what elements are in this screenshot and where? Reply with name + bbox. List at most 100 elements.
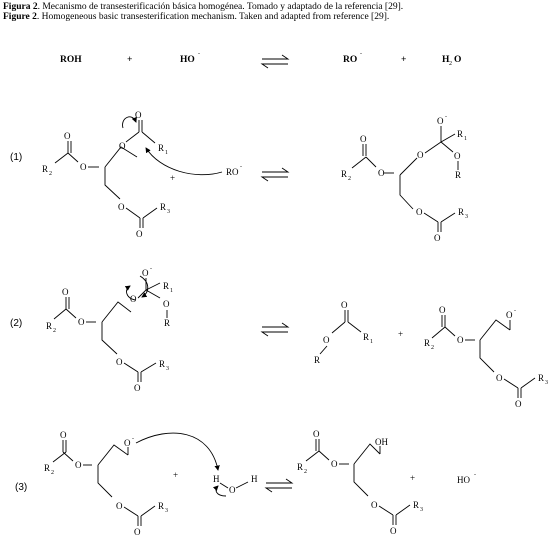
svg-text:R: R (455, 170, 461, 180)
caption-english-text: . Homogeneous basic transesterification … (36, 12, 390, 22)
equilibrium-reaction: ROH + HO - RO - + H 2 O (60, 51, 461, 69)
svg-text:3: 3 (165, 508, 168, 514)
svg-text:R: R (314, 355, 320, 365)
charge-minus: - (360, 51, 362, 57)
svg-text:2: 2 (449, 61, 452, 67)
plus-sign: + (401, 55, 406, 65)
svg-text:1: 1 (464, 136, 467, 142)
svg-text:O: O (134, 383, 141, 393)
water-label: H 2 O (442, 55, 461, 67)
svg-text:O: O (454, 151, 461, 161)
svg-text:O: O (136, 229, 143, 239)
svg-text:O: O (142, 268, 149, 278)
equilibrium-arrow (264, 478, 294, 493)
svg-text:R: R (341, 169, 347, 179)
hydroxide-label: HO (457, 475, 470, 485)
svg-text:O: O (457, 335, 464, 345)
diglyceride-alkoxide-product: O O R 2 O - O O R 3 (424, 305, 548, 409)
svg-text:2: 2 (348, 176, 351, 182)
caption-spanish-text: . Mecanismo de transesterificación básic… (37, 2, 404, 12)
svg-text:-: - (132, 436, 134, 442)
caption-english: Figure 2. Homogeneous basic transesterif… (3, 12, 389, 22)
diglyceride-product: O O R 2 OH O O R 3 (297, 429, 423, 536)
svg-text:-: - (514, 308, 516, 314)
svg-text:H: H (442, 55, 450, 65)
caption-spanish: Figura 2. Mecanismo de transesterificaci… (3, 2, 403, 12)
svg-text:O: O (119, 141, 126, 151)
plus-sign: + (410, 473, 415, 483)
svg-text:O: O (434, 233, 441, 243)
charge-minus: - (474, 472, 476, 478)
svg-text:O: O (116, 357, 123, 367)
svg-text:O: O (390, 526, 397, 536)
svg-text:2: 2 (49, 171, 52, 177)
svg-text:-: - (150, 266, 152, 272)
triglyceride-step1: O O R 2 O O R 1 O O R 3 (42, 110, 170, 239)
svg-text:O: O (323, 335, 330, 345)
svg-text:2: 2 (51, 470, 54, 476)
water-molecule: H O H (212, 474, 258, 497)
svg-text:R: R (363, 332, 369, 342)
svg-text:1: 1 (170, 288, 173, 294)
svg-text:R: R (158, 501, 164, 511)
equilibrium-arrow (260, 167, 290, 182)
svg-text:2: 2 (53, 328, 56, 334)
proton-abstraction-arrow (135, 432, 220, 471)
svg-text:R: R (457, 129, 463, 139)
svg-text:O: O (506, 310, 513, 320)
caption-english-label: Figure 2 (3, 12, 37, 22)
svg-text:R: R (46, 321, 52, 331)
svg-text:O: O (496, 373, 503, 383)
svg-text:O: O (416, 207, 423, 217)
svg-text:R: R (424, 338, 430, 348)
svg-text:O: O (360, 134, 367, 144)
step-label-3: (3) (15, 482, 27, 493)
step-label-1: (1) (10, 152, 22, 163)
svg-text:R: R (42, 164, 48, 174)
svg-text:1: 1 (165, 150, 168, 156)
svg-text:3: 3 (545, 380, 548, 386)
svg-text:R: R (163, 281, 169, 291)
svg-text:R: R (158, 143, 164, 153)
svg-text:O: O (75, 460, 82, 470)
plus-sign: + (398, 329, 403, 339)
svg-text:R: R (297, 462, 303, 472)
plus-sign: + (173, 470, 178, 480)
svg-text:-: - (445, 114, 447, 120)
equilibrium-arrow (260, 322, 290, 337)
caption-spanish-label: Figura 2 (3, 2, 38, 12)
svg-text:3: 3 (465, 214, 468, 220)
svg-text:O: O (378, 168, 385, 178)
svg-text:R: R (538, 373, 544, 383)
svg-text:O: O (313, 429, 320, 439)
svg-text:O: O (80, 162, 87, 172)
svg-text:O: O (64, 131, 71, 141)
charge-minus: - (240, 164, 242, 170)
svg-text:3: 3 (420, 507, 423, 513)
plus-sign: + (170, 173, 175, 183)
svg-text:R: R (160, 202, 166, 212)
tetrahedral-intermediate-step1: O O R 2 O O - R 1 O R O O R 3 (341, 114, 468, 243)
step-label-2: (2) (10, 318, 22, 329)
svg-text:O: O (417, 150, 424, 160)
svg-text:O: O (341, 300, 348, 310)
svg-text:O: O (116, 501, 123, 511)
alkoxide-label: RO (226, 167, 239, 177)
nucleophilic-attack-arrow (145, 147, 223, 176)
methyl-ester-product: O R 1 O R (314, 300, 373, 365)
svg-text:OH: OH (375, 437, 388, 447)
roh-label: ROH (60, 55, 82, 65)
svg-text:O: O (371, 500, 378, 510)
tetrahedral-intermediate-step2: O O R 2 O O - R 1 O R O O R 3 (46, 266, 173, 393)
svg-text:O: O (135, 110, 142, 120)
svg-text:H: H (213, 474, 220, 484)
svg-text:2: 2 (431, 345, 434, 351)
diglyceride-alkoxide-step3: O O R 2 O - O O R 3 (44, 430, 168, 537)
svg-text:O: O (124, 438, 131, 448)
charge-minus: - (198, 51, 200, 57)
svg-text:O: O (437, 116, 444, 126)
svg-text:H: H (251, 474, 258, 484)
svg-text:O: O (454, 55, 461, 65)
svg-text:R: R (164, 318, 170, 328)
